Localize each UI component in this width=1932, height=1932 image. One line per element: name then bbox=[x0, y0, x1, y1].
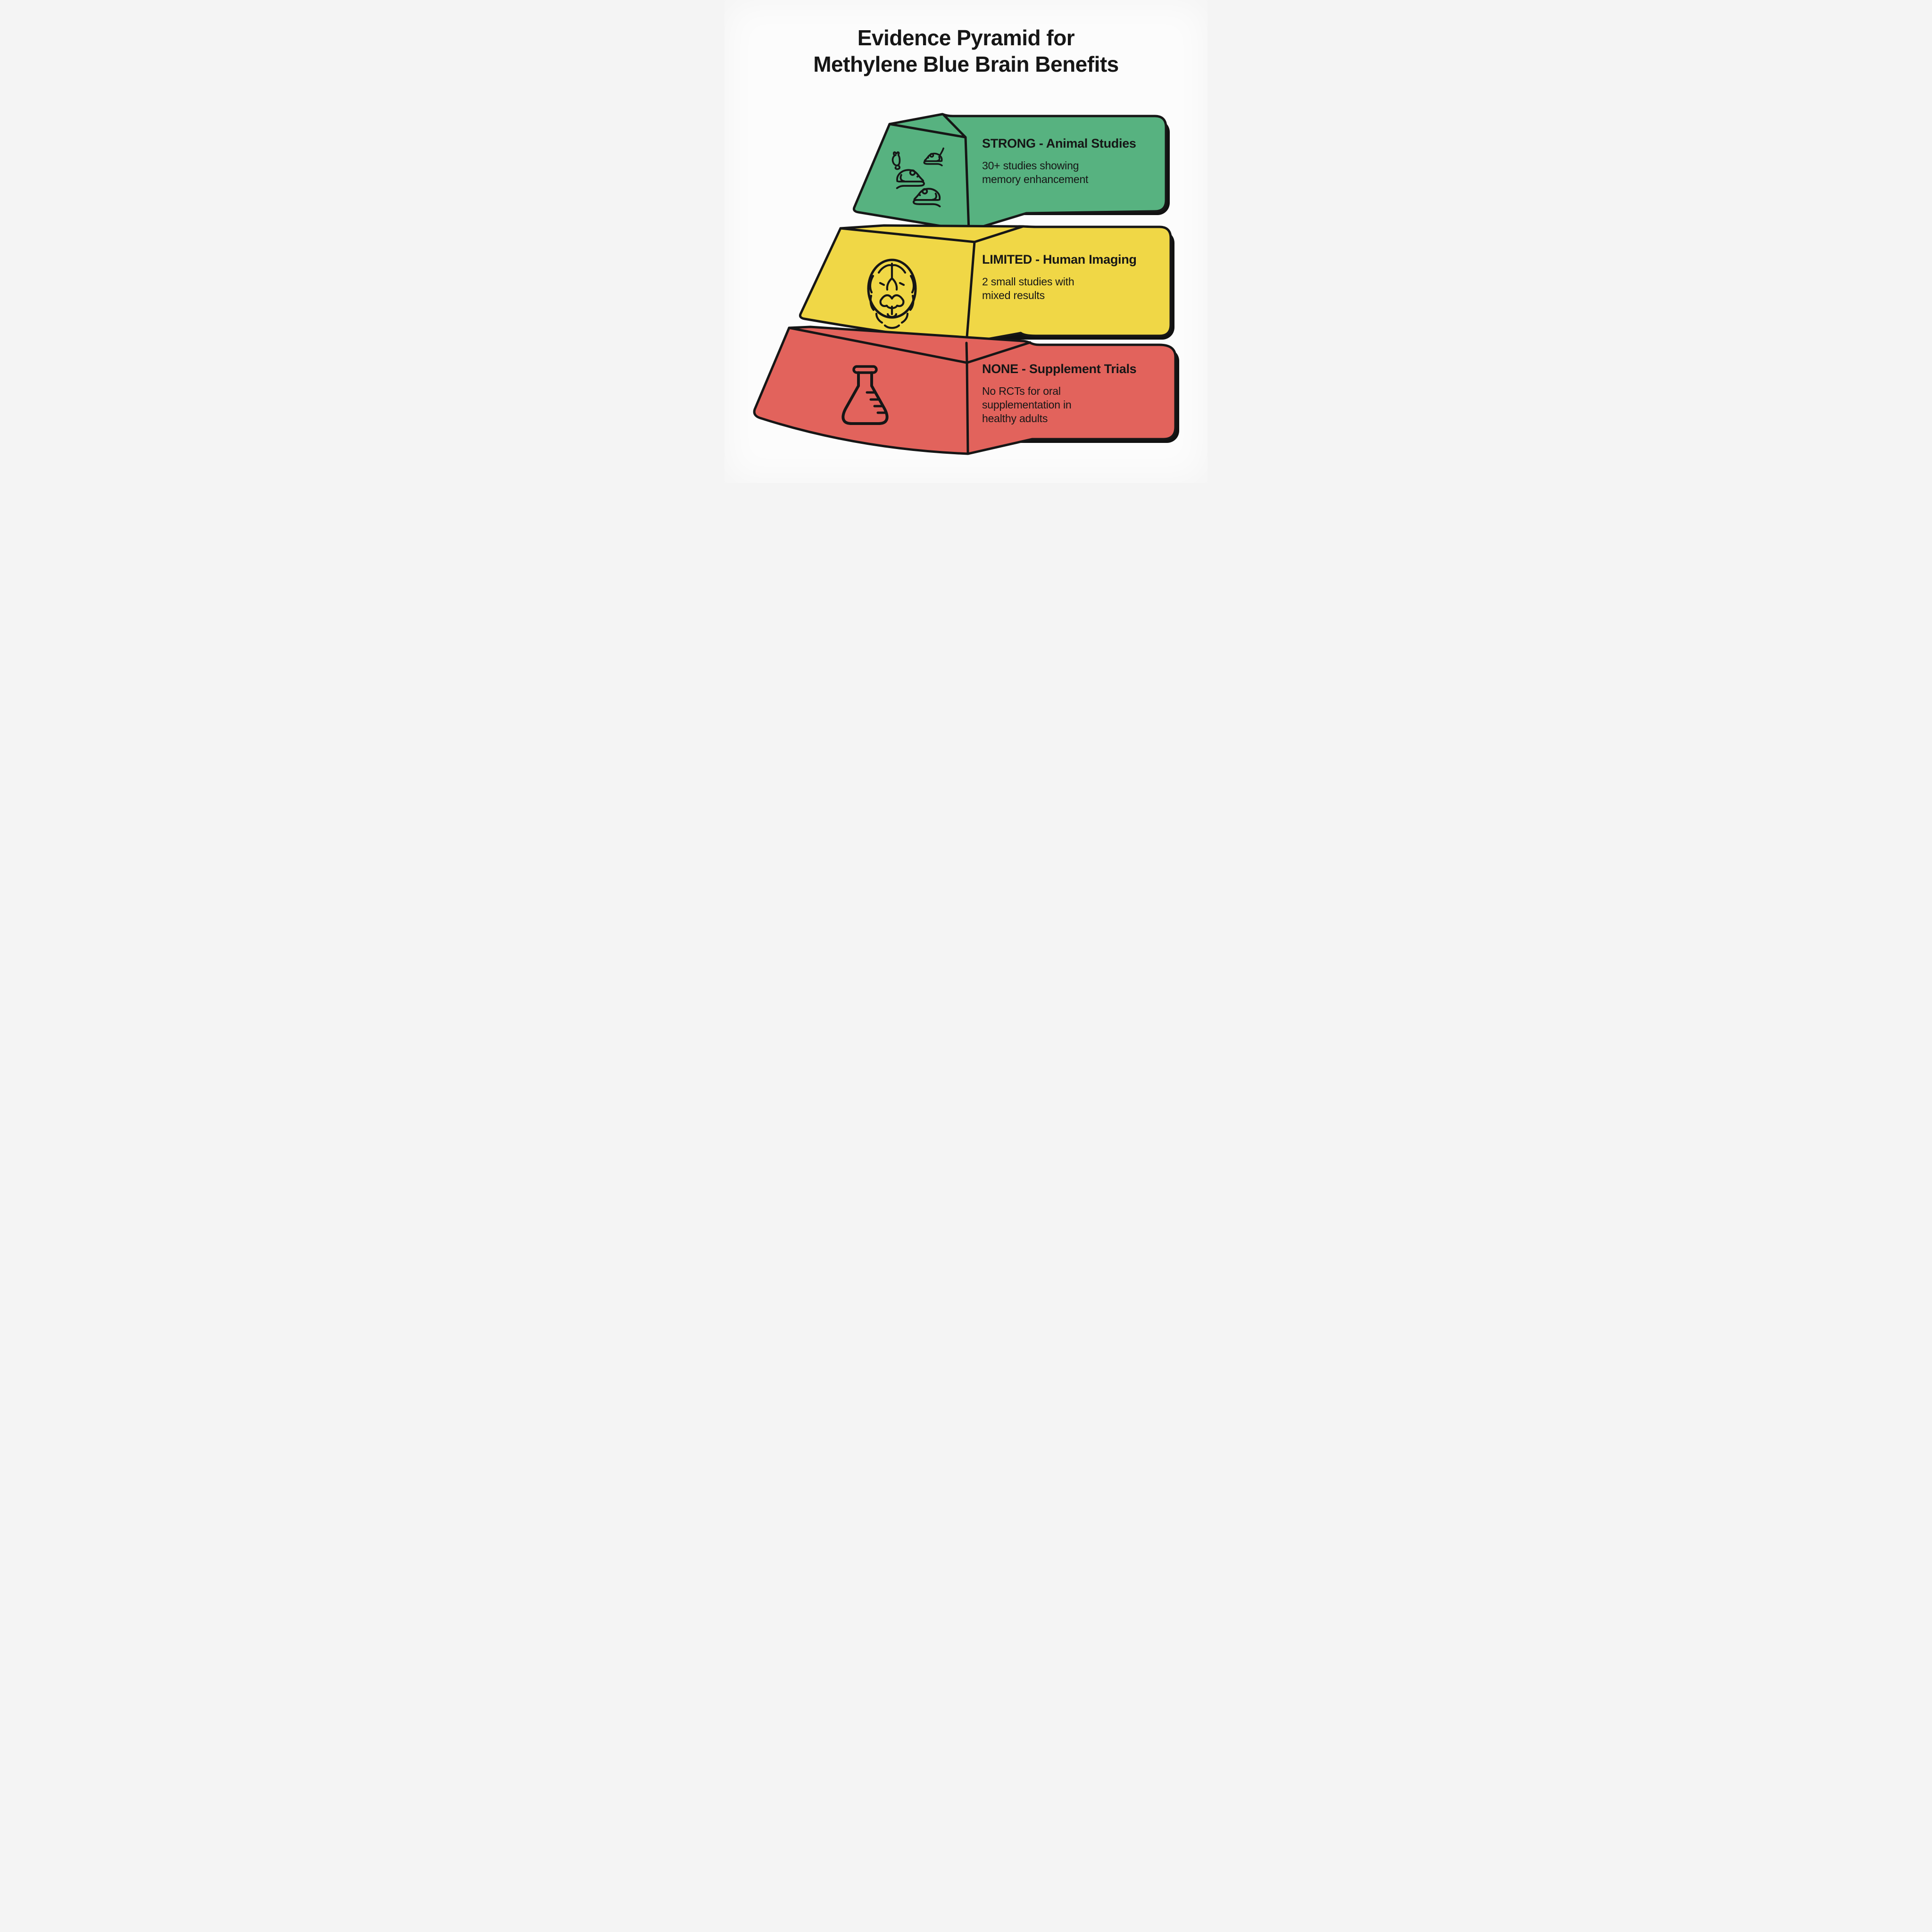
tier-strong-fold-lines bbox=[888, 114, 970, 232]
tier-limited-body: 2 small studies with mixed results bbox=[982, 275, 1074, 301]
tier-none-body: No RCTs for oral supplementation in heal… bbox=[982, 385, 1072, 425]
tier-none-text: NONE - Supplement Trials No RCTs for ora… bbox=[982, 361, 1167, 425]
tier-none-heading: NONE - Supplement Trials bbox=[982, 362, 1137, 376]
tier-strong-text: STRONG - Animal Studies 30+ studies show… bbox=[982, 136, 1167, 186]
tier-strong-body: 30+ studies showing memory enhancement bbox=[982, 159, 1089, 185]
evidence-pyramid-infographic: Evidence Pyramid for Methylene Blue Brai… bbox=[724, 0, 1208, 483]
tier-limited-heading: LIMITED - Human Imaging bbox=[982, 252, 1137, 266]
tier-strong-panel bbox=[852, 113, 1167, 232]
tier-limited-text: LIMITED - Human Imaging 2 small studies … bbox=[982, 252, 1167, 302]
tier-strong-shape bbox=[852, 113, 1170, 232]
tier-strong-heading: STRONG - Animal Studies bbox=[982, 136, 1136, 150]
tier-limited-fold-lines bbox=[839, 225, 1024, 344]
tier-none-shape bbox=[753, 325, 1179, 455]
tier-limited-shape bbox=[799, 224, 1174, 344]
pyramid-graphic bbox=[753, 113, 1179, 455]
flask-icon bbox=[841, 365, 889, 425]
tier-none-fold-lines bbox=[788, 326, 1032, 455]
brain-icon bbox=[867, 258, 917, 329]
mice-icon bbox=[891, 147, 944, 208]
page-title: Evidence Pyramid for Methylene Blue Brai… bbox=[813, 25, 1119, 76]
tier-none-panel bbox=[753, 325, 1177, 455]
